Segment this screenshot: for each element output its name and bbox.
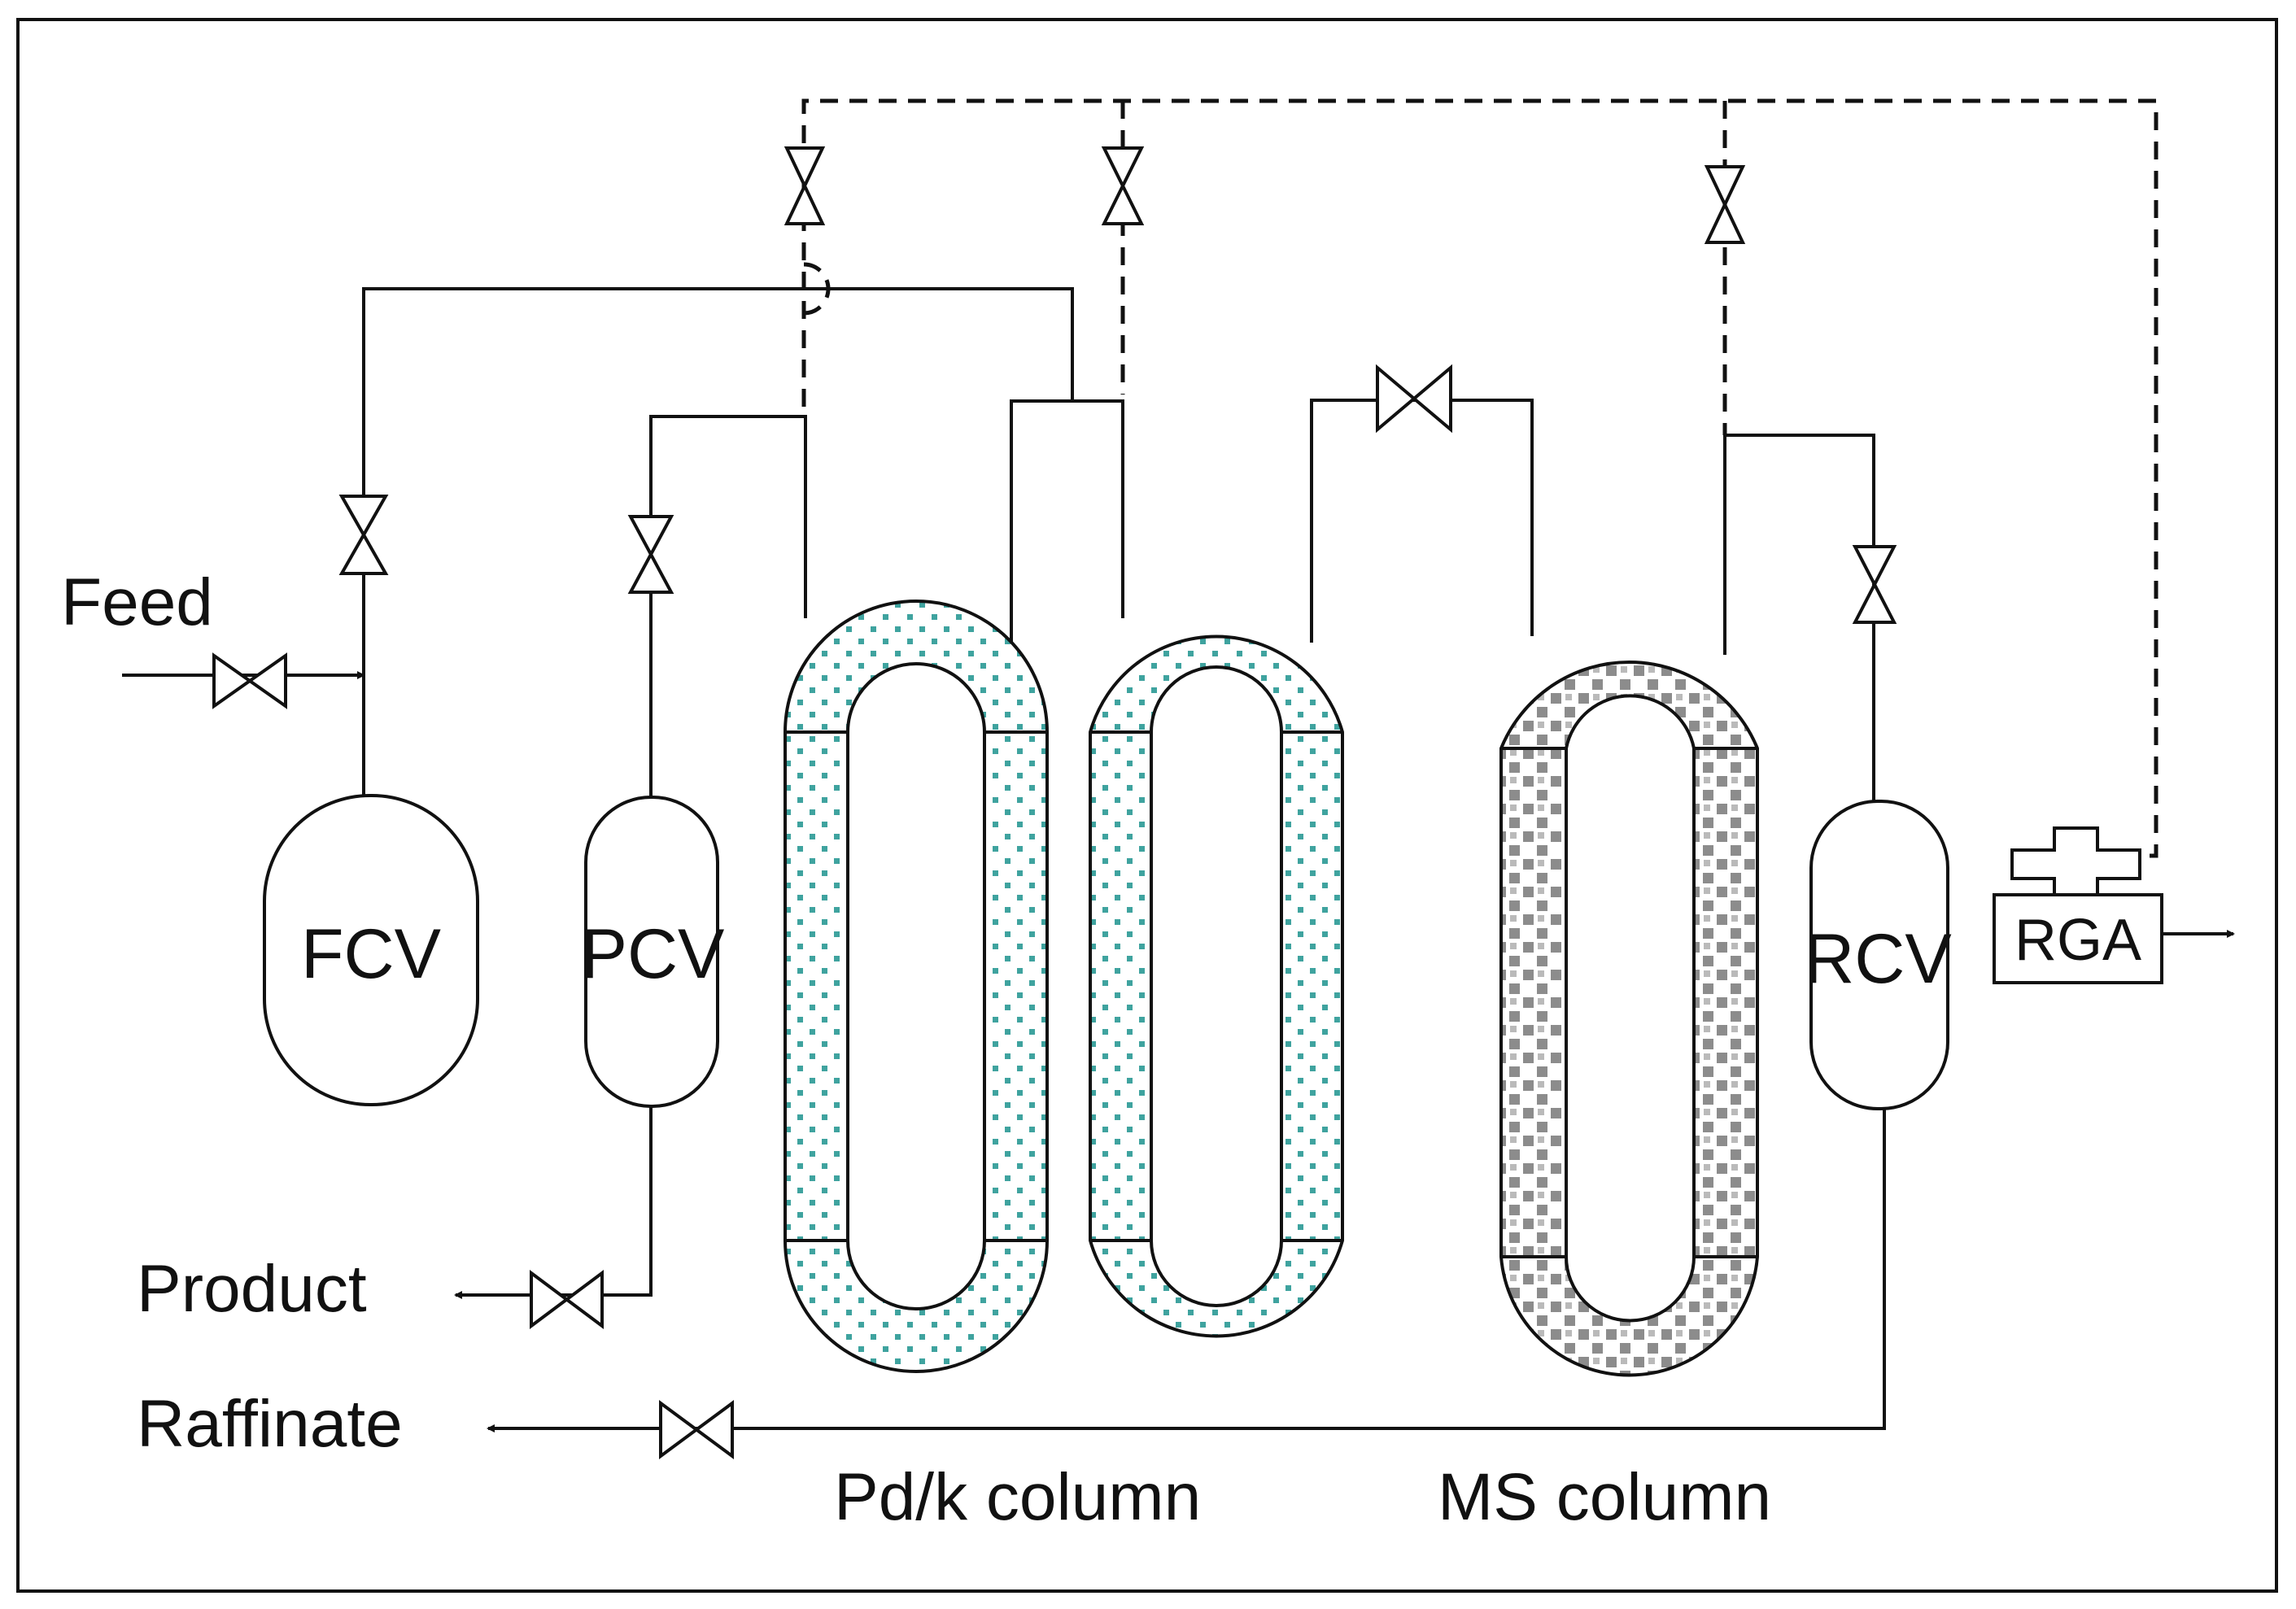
valve-icon — [338, 495, 389, 575]
pdk-column-2 — [1089, 634, 1344, 1338]
pcv-label: PCV — [581, 915, 725, 993]
valve-icon — [530, 1270, 604, 1329]
valve-icon[interactable] — [212, 146, 1897, 1459]
valve-icon — [784, 146, 826, 225]
fcv-vessel: FCV — [263, 794, 479, 1106]
raffinate-label: Raffinate — [137, 1387, 403, 1461]
valve-icon — [1852, 545, 1897, 624]
valve-icon — [1376, 364, 1452, 434]
pcv-vessel: PCV — [581, 796, 725, 1108]
rcv-vessel: RCV — [1804, 800, 1952, 1110]
rga-unit: RGA — [1993, 826, 2163, 984]
pdk-column-label: Pd/k column — [834, 1460, 1201, 1534]
valve-icon — [1101, 146, 1145, 225]
ms-column — [1499, 660, 1759, 1377]
valve-icon — [212, 652, 287, 709]
rga-label: RGA — [2014, 908, 2141, 973]
ms-column-label: MS column — [1438, 1460, 1771, 1534]
valve-icon — [1704, 165, 1746, 244]
product-label: Product — [137, 1252, 367, 1326]
rcv-label: RCV — [1804, 920, 1952, 998]
pdk-column-1 — [784, 600, 1049, 1373]
valve-icon — [659, 1400, 734, 1459]
valve-icon — [627, 515, 674, 594]
fcv-label: FCV — [301, 915, 441, 993]
feed-label: Feed — [61, 565, 213, 639]
